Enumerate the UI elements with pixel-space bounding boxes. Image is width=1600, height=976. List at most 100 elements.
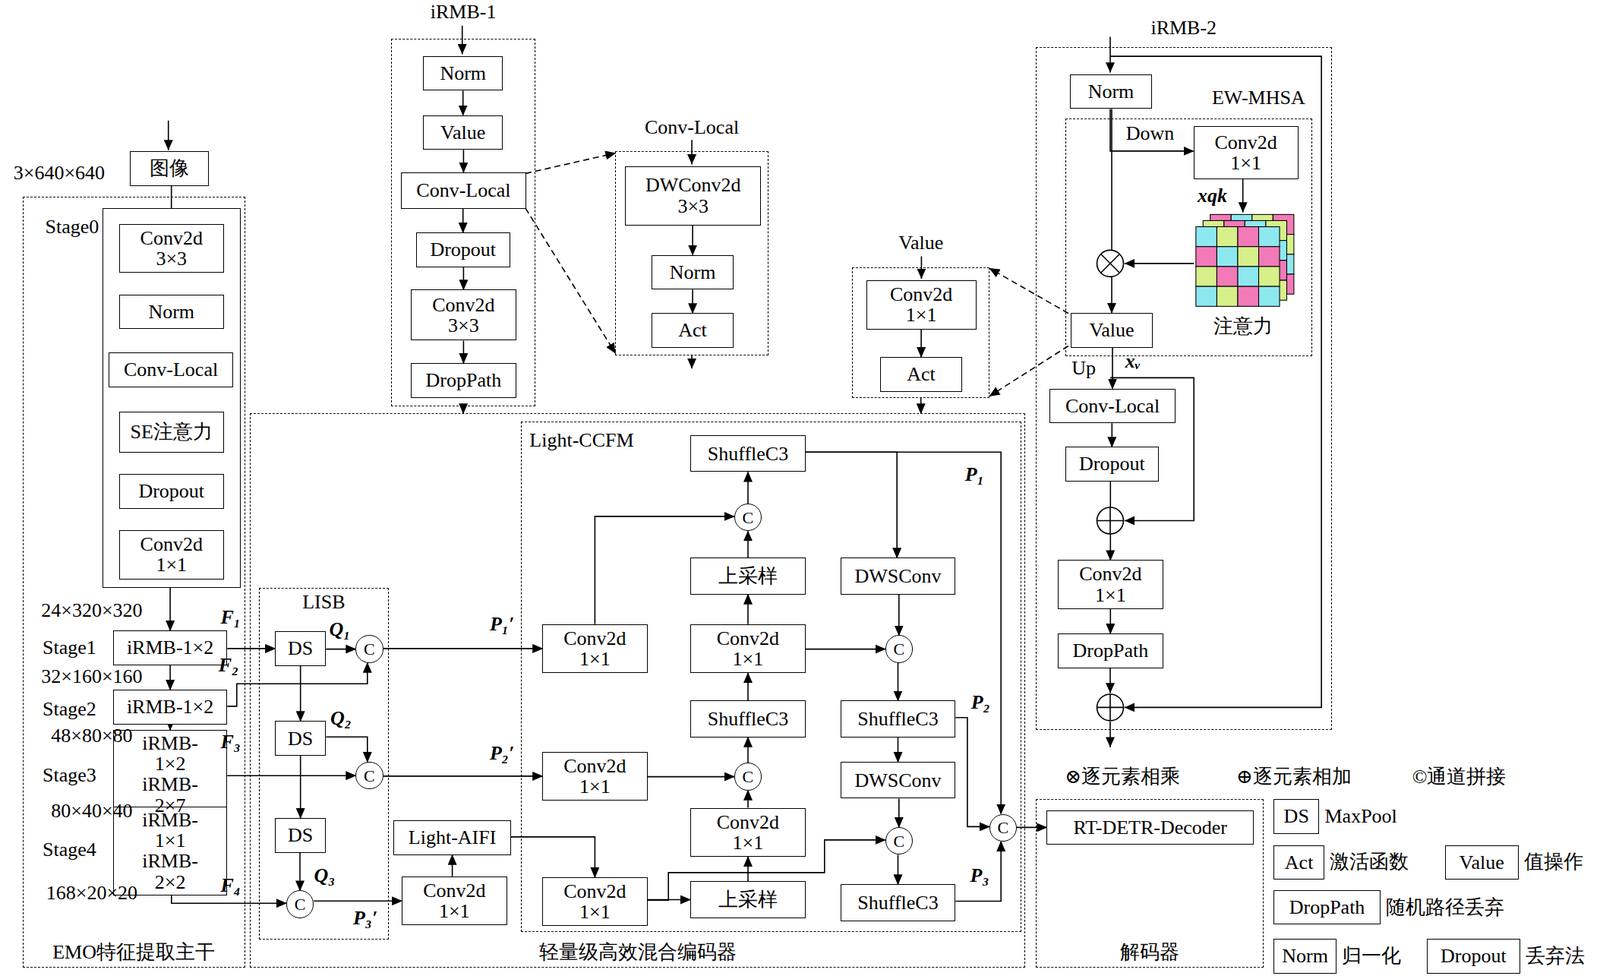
attention-cell — [1216, 286, 1238, 307]
annotation-label: P₁′ — [489, 613, 515, 636]
box-label: Value — [440, 122, 486, 143]
process-box: Conv2d 1×1 — [542, 751, 647, 802]
connector — [747, 737, 749, 764]
process-box: Light-AIFI — [393, 820, 512, 856]
process-box: Conv2d 1×1 — [1057, 559, 1163, 610]
group-frame: 轻量级高效混合编码器LISBDSDSDSCCCLight-AIFIConv2d … — [249, 413, 1026, 968]
concat-symbol: C — [294, 895, 307, 913]
connector — [898, 594, 900, 636]
process-box: RT-DETR-Decoder — [1046, 810, 1254, 846]
group-title: 解码器 — [1120, 941, 1180, 964]
process-box: 上采样 — [690, 880, 806, 918]
group-frame: ValueConv2d 1×1Act — [852, 267, 990, 398]
box-label: 上采样 — [718, 889, 778, 910]
process-box: 上采样 — [690, 557, 806, 594]
connector — [897, 662, 900, 701]
group-frame: Stage0Conv2d 3×3NormConv-LocalSE注意力Dropo… — [102, 208, 240, 588]
box-label: Conv2d 1×1 — [1079, 563, 1142, 606]
process-box: Conv2d 1×1 — [866, 280, 977, 330]
connector — [747, 790, 749, 808]
concat-symbol: C — [363, 640, 376, 658]
add-symbol — [1097, 507, 1124, 534]
group-frame: Conv-LocalDWConv2d 3×3NormAct — [615, 151, 769, 356]
concat-circle: C — [355, 761, 383, 789]
group-title: Stage0 — [45, 216, 100, 239]
box-label: Act — [906, 363, 936, 385]
attention-cell — [1216, 227, 1238, 247]
attention-cell — [1216, 266, 1238, 287]
box-label: iRMB-1×2 iRMB-2×7 — [142, 732, 199, 816]
annotation-label: Up — [1071, 357, 1096, 380]
annotation-label: Q₃ — [313, 864, 335, 887]
attention-cell — [1259, 227, 1281, 247]
box-label: DS — [287, 824, 313, 846]
input-arrow — [461, 25, 464, 55]
process-box: Conv2d 3×3 — [410, 289, 516, 341]
group-title: Light-CCFM — [529, 429, 634, 452]
legend-box: DSMaxPool — [1273, 798, 1320, 834]
process-box: SE注意力 — [119, 411, 225, 453]
annotation-label: F₃ — [220, 731, 240, 754]
box-label: Conv2d 1×1 — [563, 880, 626, 923]
process-box: Conv2d 1×1 — [1193, 126, 1299, 180]
connector — [511, 836, 596, 878]
connector — [1110, 108, 1113, 313]
group-title: Value — [898, 232, 944, 255]
box-label: Norm — [439, 63, 486, 84]
attention-cell — [1196, 227, 1218, 247]
output-arrow — [1109, 721, 1111, 748]
connector — [955, 717, 989, 827]
legend-box: Value值操作 — [1445, 845, 1519, 881]
annotation-label: P₂ — [971, 691, 991, 714]
box-label: ShuffleC3 — [857, 892, 938, 913]
add-symbol — [1097, 694, 1124, 721]
connector — [1110, 609, 1112, 634]
process-box: Norm — [119, 294, 225, 330]
process-box: DS — [274, 631, 326, 666]
attention-cell — [1259, 286, 1281, 307]
connector — [747, 856, 749, 881]
annotation-label: F₁ — [220, 606, 240, 629]
legend-box: DropPath随机路径丢弃 — [1273, 889, 1381, 925]
annotation-label: xqk — [1197, 185, 1228, 208]
connector — [462, 90, 464, 115]
connector — [897, 737, 900, 762]
box-label: Conv2d 3×3 — [432, 294, 495, 337]
connector — [451, 855, 454, 877]
connector — [463, 340, 465, 364]
connector — [1016, 826, 1047, 829]
connector — [747, 530, 749, 558]
connector — [747, 594, 749, 625]
process-box: Act — [651, 312, 734, 348]
box-label: DropPath — [426, 369, 502, 391]
attention-cell — [1196, 266, 1218, 287]
connector — [525, 208, 616, 354]
connector — [171, 895, 287, 903]
box-label: Conv-Local — [416, 179, 511, 201]
process-box: Conv-Local — [1049, 388, 1175, 424]
box-label: Value — [1088, 319, 1134, 341]
connector — [989, 268, 1069, 313]
box-label: iRMB-1×2 — [126, 637, 214, 658]
attention-arrow — [1124, 262, 1194, 265]
connector — [299, 665, 302, 722]
box-label: 上采样 — [718, 565, 778, 587]
concat-symbol: C — [893, 832, 905, 850]
concat-circle: C — [286, 889, 314, 918]
legend-box: Dropout丢弃法 — [1426, 938, 1522, 974]
box-label: Conv2d 1×1 — [140, 533, 203, 576]
connector — [169, 665, 171, 690]
box-label: DropPath — [1289, 896, 1366, 918]
box-label: Dropout — [1440, 945, 1507, 966]
process-box: Conv2d 1×1 — [690, 624, 806, 674]
concat-symbol: C — [363, 766, 376, 785]
group-frame: iRMB-2NormEW-MHSAConv2d 1×1ValueConv-Loc… — [1035, 47, 1332, 730]
concat-circle: C — [734, 503, 762, 531]
connector — [169, 724, 171, 730]
process-box: Conv-Local — [400, 172, 527, 209]
box-label: Norm — [669, 261, 717, 283]
box-label: Conv2d 1×1 — [716, 811, 780, 854]
box-label: DWSConv — [854, 565, 941, 587]
concat-circle: C — [989, 814, 1017, 842]
